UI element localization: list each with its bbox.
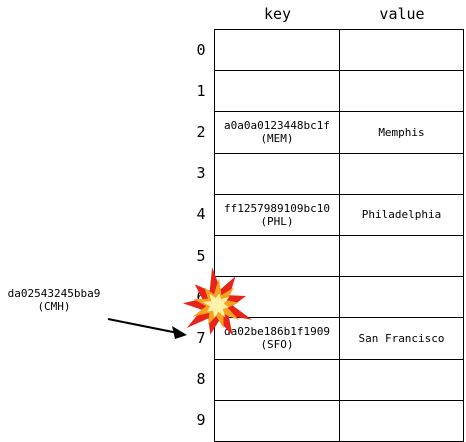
key-hash: ff1257989109bc10 bbox=[224, 201, 330, 215]
header-value: value bbox=[379, 5, 425, 23]
value-cell bbox=[339, 153, 464, 195]
arrow-icon bbox=[107, 318, 187, 339]
value-cell: Memphis bbox=[339, 112, 464, 154]
index-label: 3 bbox=[196, 164, 206, 183]
value-text: San Francisco bbox=[358, 331, 445, 345]
table-row: da02be186b1f1909(SFO) San Francisco bbox=[214, 318, 464, 360]
value-text: Memphis bbox=[378, 125, 425, 139]
value-cell bbox=[339, 359, 464, 401]
incoming-key-label: da02543245bba9 (CMH) bbox=[0, 287, 108, 313]
value-cell bbox=[339, 236, 464, 278]
table-row bbox=[214, 71, 464, 113]
key-cell: da02be186b1f1909(SFO) bbox=[214, 318, 340, 360]
table-row bbox=[214, 359, 464, 401]
value-cell bbox=[339, 277, 464, 319]
header-key: key bbox=[263, 5, 292, 23]
table-row bbox=[214, 236, 464, 278]
incoming-key-hash: da02543245bba9 bbox=[7, 287, 101, 300]
value-text: Philadelphia bbox=[361, 208, 442, 222]
value-cell bbox=[339, 400, 464, 442]
index-label: 5 bbox=[196, 246, 206, 265]
key-code: (PHL) bbox=[260, 214, 294, 228]
index-label: 0 bbox=[196, 40, 206, 59]
key-code: (SFO) bbox=[260, 338, 294, 352]
index-label: 2 bbox=[196, 123, 206, 141]
key-code: (MEM) bbox=[260, 132, 294, 146]
key-hash: da02be186b1f1909 bbox=[224, 325, 330, 339]
table-row bbox=[214, 30, 464, 72]
value-cell bbox=[339, 71, 464, 113]
collision-burst-icon bbox=[182, 267, 252, 336]
index-label: 1 bbox=[196, 81, 206, 100]
table-row bbox=[214, 400, 464, 442]
index-label: 7 bbox=[196, 329, 206, 347]
table-row bbox=[214, 153, 464, 195]
index-label: 6 bbox=[196, 287, 206, 306]
hash-table: a0a0a0123448bc1f(MEM) Memphis ff1257989109… bbox=[214, 29, 464, 442]
incoming-key-code: (CMH) bbox=[37, 300, 71, 313]
value-cell: Philadelphia bbox=[339, 194, 464, 236]
table-row: a0a0a0123448bc1f(MEM) Memphis bbox=[214, 112, 464, 154]
index-label: 9 bbox=[196, 411, 206, 430]
key-hash: a0a0a0123448bc1f bbox=[224, 119, 330, 133]
table-row: ff1257989109bc10(PHL) Philadelphia bbox=[214, 194, 464, 236]
value-cell bbox=[339, 30, 464, 72]
value-cell: San Francisco bbox=[339, 318, 464, 360]
index-label: 8 bbox=[196, 370, 206, 389]
index-label: 4 bbox=[196, 205, 206, 224]
